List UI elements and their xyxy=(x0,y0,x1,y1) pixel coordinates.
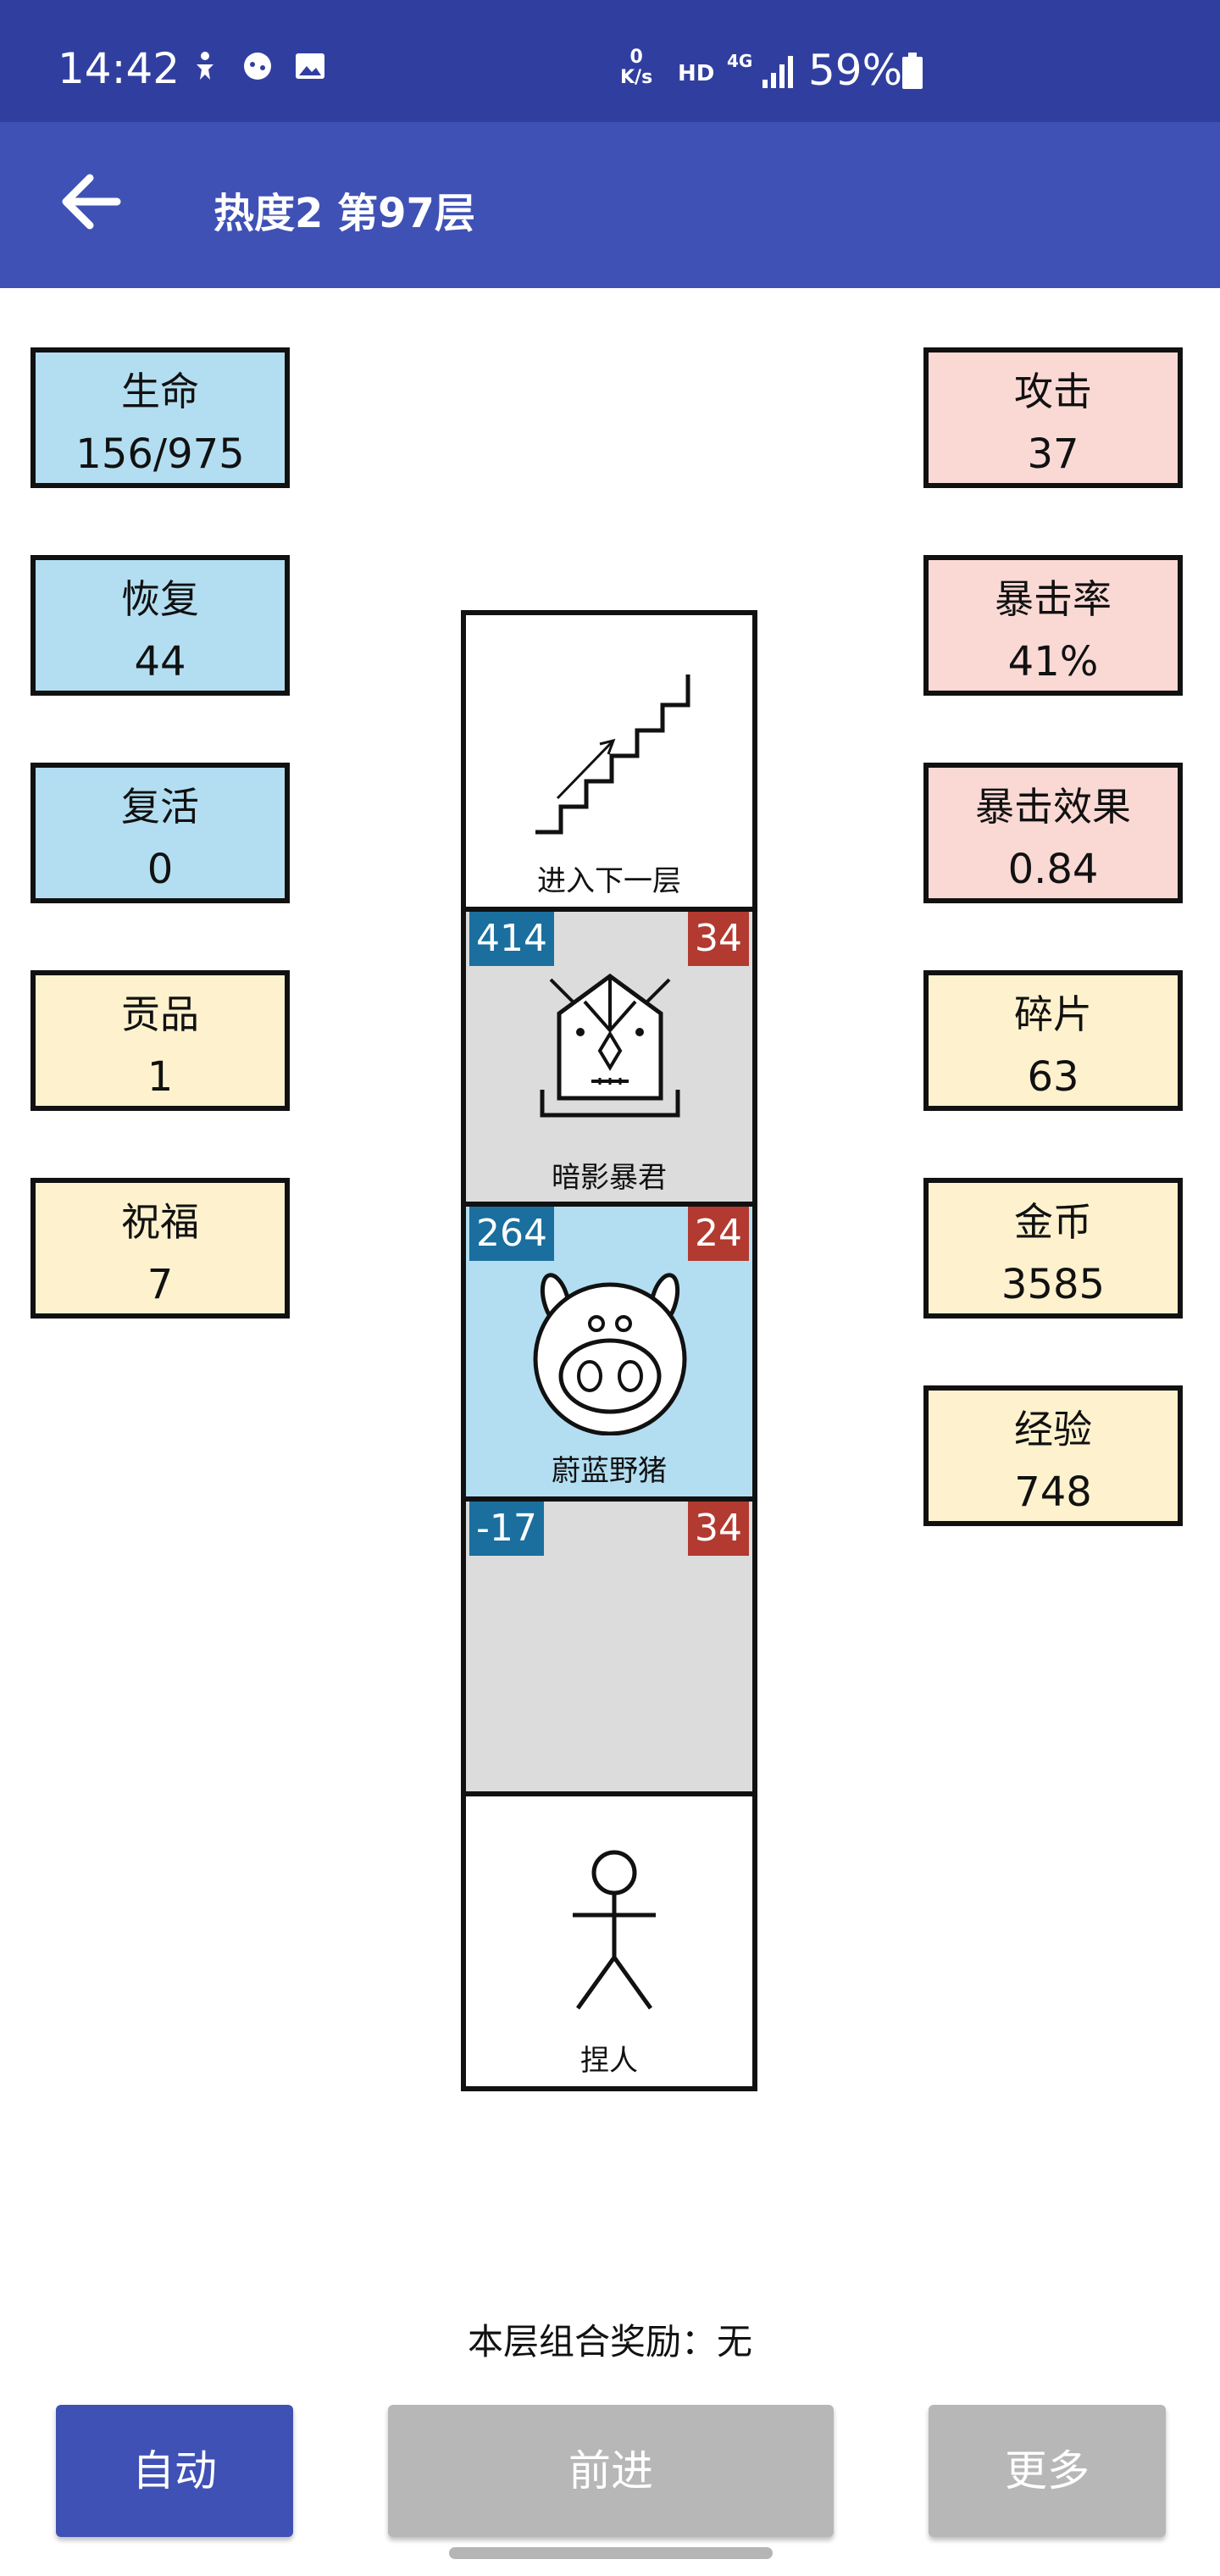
stat-health: 生命 156/975 xyxy=(30,347,290,488)
player-cell[interactable]: 捏人 xyxy=(461,1791,757,2091)
enemy-cell-boss[interactable]: 414 34 暗影暴君 xyxy=(461,907,757,1207)
stat-label: 生命 xyxy=(121,369,199,414)
stat-value: 3585 xyxy=(1001,1261,1106,1308)
stat-label: 暴击效果 xyxy=(975,784,1131,830)
shadow-tyrant-icon xyxy=(540,973,680,1118)
player-name: 捏人 xyxy=(580,2044,638,2078)
stat-value: 37 xyxy=(1027,430,1079,478)
accessibility-icon xyxy=(197,52,214,80)
stat-label: 恢复 xyxy=(121,576,199,622)
home-indicator[interactable] xyxy=(449,2547,773,2559)
enemy-hp-badge: 264 xyxy=(469,1207,554,1261)
hd-indicator: HD xyxy=(678,61,715,86)
stairs-label: 进入下一层 xyxy=(537,864,681,898)
enemy-attack-badge: 24 xyxy=(688,1207,749,1261)
enemy-hp-badge: -17 xyxy=(469,1502,544,1556)
empty-cell[interactable]: -17 34 xyxy=(461,1496,757,1796)
stairs-icon xyxy=(535,675,690,835)
stat-label: 暴击率 xyxy=(995,576,1112,622)
status-bar: 14:42 0 K/s HD 4G 59% xyxy=(0,0,1220,122)
page-title: 热度2 第97层 xyxy=(214,190,475,237)
gallery-icon xyxy=(296,53,324,79)
battery-percent: 59% xyxy=(808,46,903,95)
app-bar: 热度2 第97层 xyxy=(0,122,1220,288)
signal-icon xyxy=(762,56,793,88)
stat-revive: 复活 0 xyxy=(30,763,290,903)
enemy-cell-pig[interactable]: 264 24 蔚蓝野猪 xyxy=(461,1202,757,1502)
battery-icon xyxy=(902,53,923,89)
stat-crit-rate: 暴击率 41% xyxy=(923,555,1183,696)
stat-value: 0 xyxy=(147,846,174,893)
stat-label: 碎片 xyxy=(1014,991,1092,1037)
stat-regen: 恢复 44 xyxy=(30,555,290,696)
stat-label: 祝福 xyxy=(121,1199,199,1245)
stat-label: 攻击 xyxy=(1014,369,1092,414)
stairs-cell[interactable]: 进入下一层 xyxy=(461,610,757,913)
stat-tribute: 贡品 1 xyxy=(30,970,290,1111)
floor-reward-text: 本层组合奖励：无 xyxy=(467,2321,752,2362)
azure-boar-icon xyxy=(533,1273,687,1435)
stat-value: 44 xyxy=(134,638,186,686)
enemy-attack-badge: 34 xyxy=(688,912,749,966)
stat-label: 复活 xyxy=(121,784,199,830)
stat-fragments: 碎片 63 xyxy=(923,970,1183,1111)
forward-button[interactable]: 前进 xyxy=(388,2405,834,2537)
enemy-name: 蔚蓝野猪 xyxy=(552,1454,667,1488)
enemy-attack-badge: 34 xyxy=(688,1502,749,1556)
stat-value: 156/975 xyxy=(75,430,245,478)
stat-value: 0.84 xyxy=(1007,846,1099,893)
stat-value: 1 xyxy=(147,1053,174,1101)
stat-crit-effect: 暴击效果 0.84 xyxy=(923,763,1183,903)
stat-label: 金币 xyxy=(1014,1199,1092,1245)
stat-label: 贡品 xyxy=(121,991,199,1037)
more-button[interactable]: 更多 xyxy=(929,2405,1166,2537)
stat-experience: 经验 748 xyxy=(923,1385,1183,1526)
status-time: 14:42 xyxy=(58,44,180,93)
enemy-name: 暗影暴君 xyxy=(552,1161,667,1195)
auto-button[interactable]: 自动 xyxy=(56,2405,293,2537)
stat-gold: 金币 3585 xyxy=(923,1178,1183,1319)
network-speed: 0 K/s xyxy=(620,47,653,88)
stat-attack: 攻击 37 xyxy=(923,347,1183,488)
stat-value: 7 xyxy=(147,1261,174,1308)
network-type: 4G xyxy=(727,51,753,71)
game-controller-icon xyxy=(244,53,271,80)
stat-value: 41% xyxy=(1007,638,1099,686)
stat-label: 经验 xyxy=(1014,1407,1092,1452)
back-arrow-icon[interactable] xyxy=(59,169,124,234)
stat-blessing: 祝福 7 xyxy=(30,1178,290,1319)
stat-value: 748 xyxy=(1014,1468,1092,1516)
enemy-hp-badge: 414 xyxy=(469,912,554,966)
stat-value: 63 xyxy=(1027,1053,1079,1101)
stickman-icon xyxy=(573,1850,656,2010)
